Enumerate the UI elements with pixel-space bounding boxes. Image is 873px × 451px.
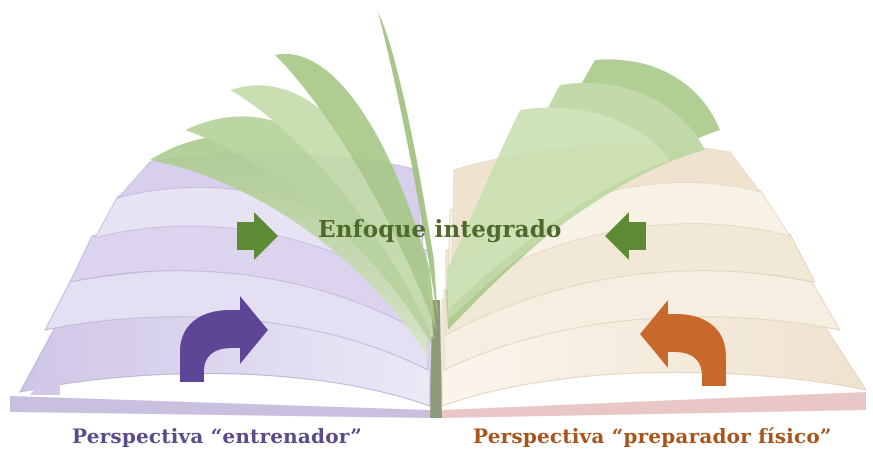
book-base: [10, 300, 866, 418]
right-page-stack: [441, 144, 868, 407]
curved-arrow-left-icon: [640, 300, 726, 386]
curved-arrow-right-icon: [180, 296, 268, 382]
green-center-pages: [150, 12, 720, 360]
left-label-perspectiva-entrenador: Perspectiva “entrenador”: [72, 424, 362, 448]
arrow-right-icon: [237, 212, 278, 260]
arrow-left-icon: [605, 212, 646, 260]
center-label-enfoque-integrado: Enfoque integrado: [318, 216, 562, 243]
right-label-perspectiva-preparador: Perspectiva “preparador físico”: [473, 424, 832, 448]
